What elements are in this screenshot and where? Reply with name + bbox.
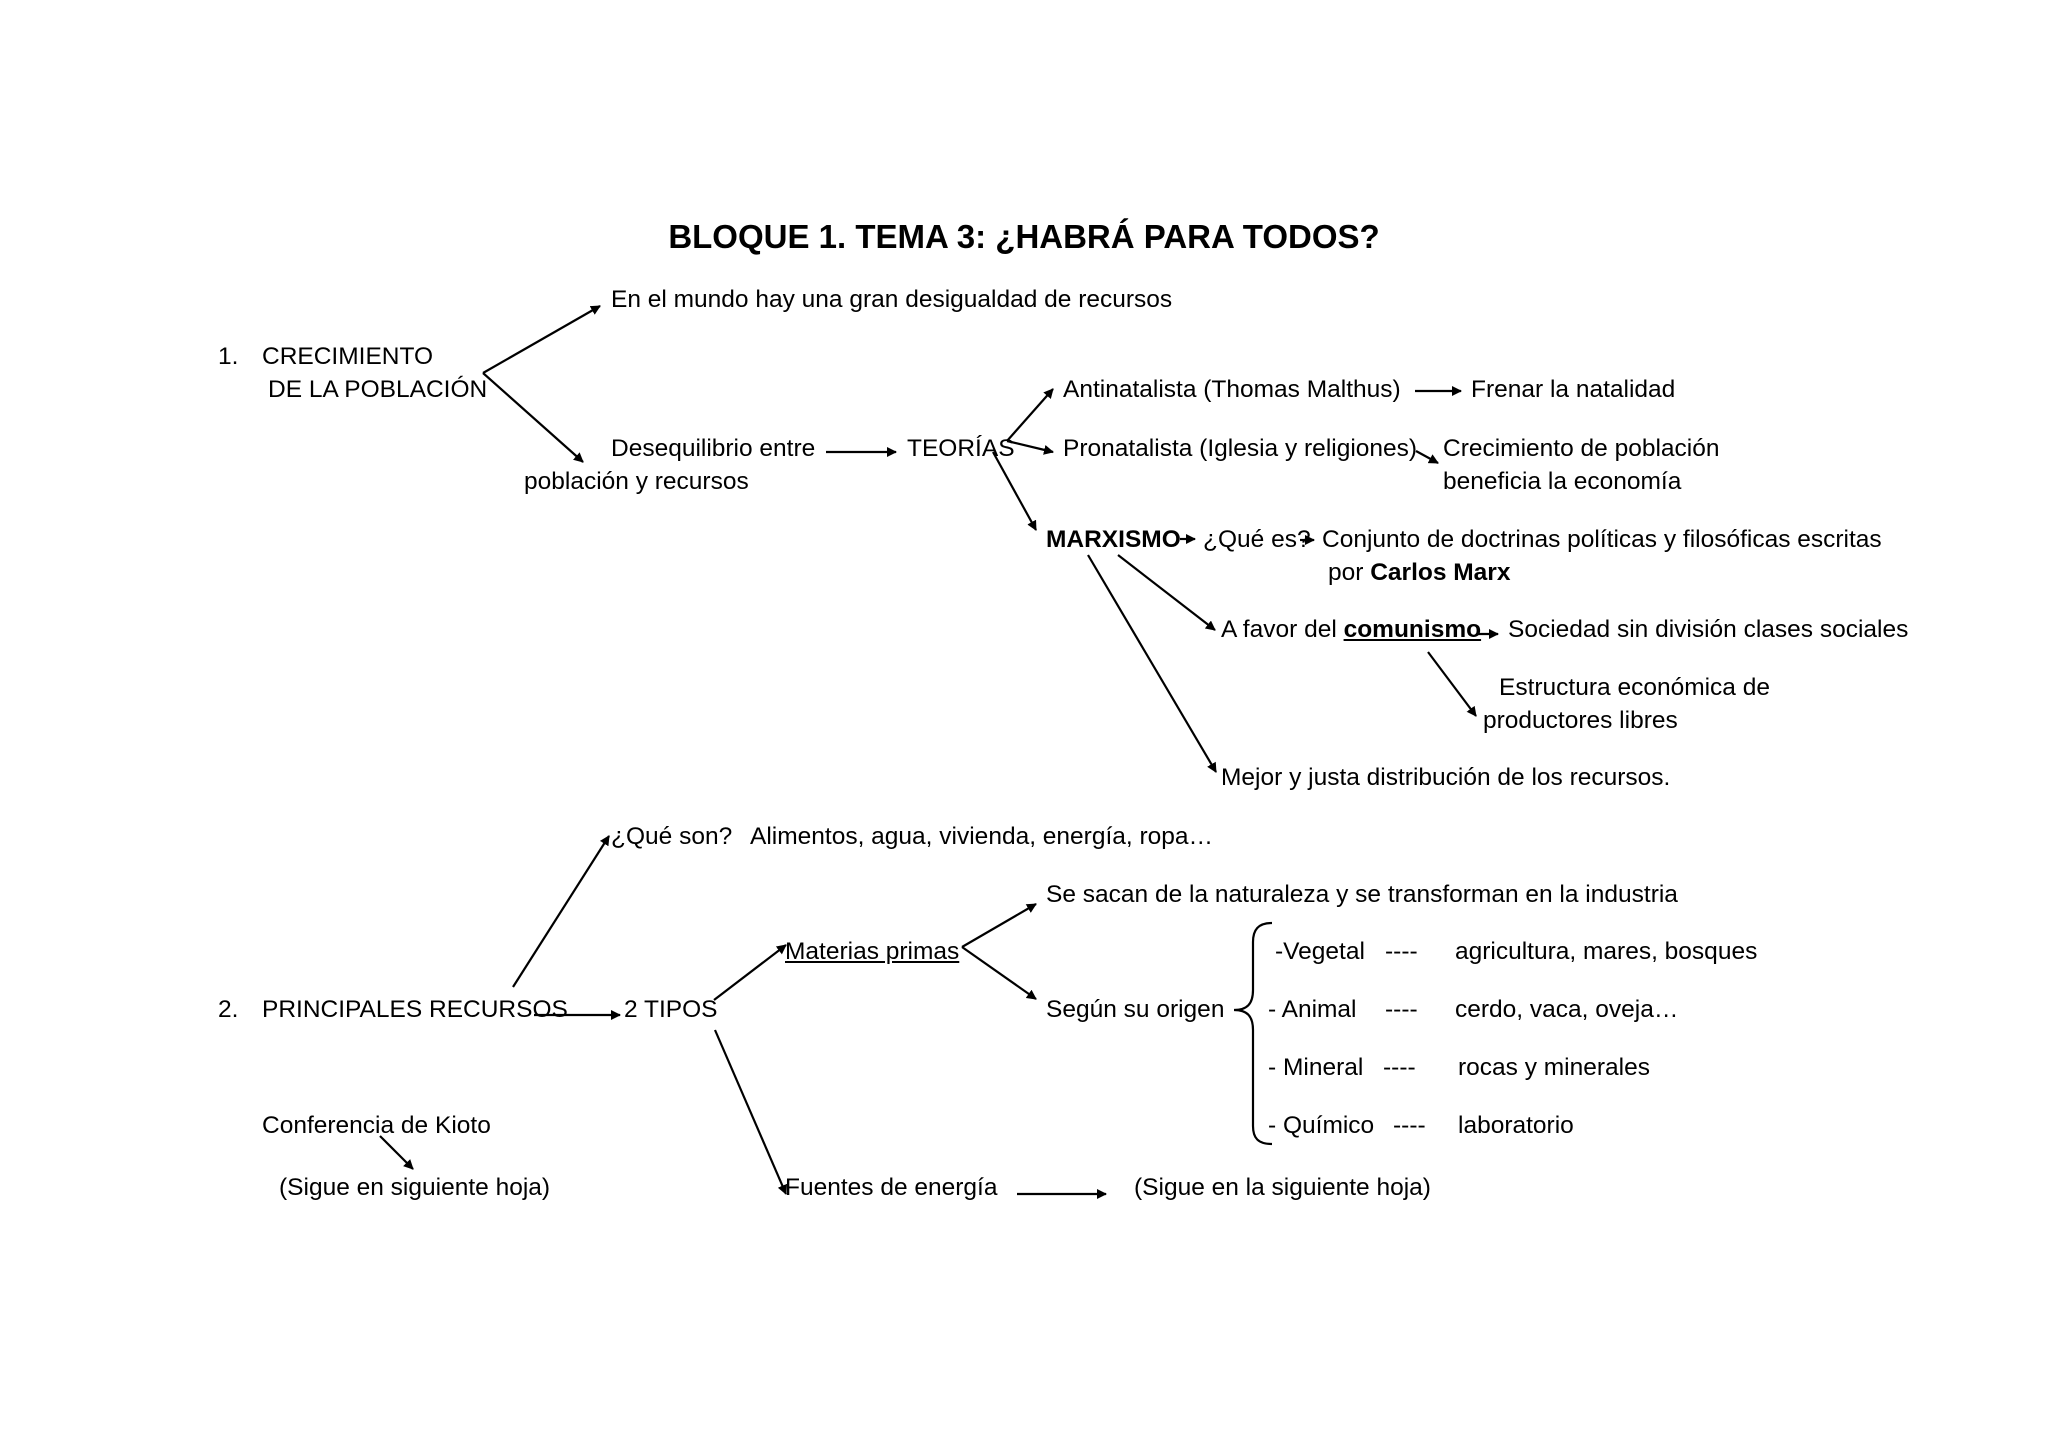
section1-label-line1: CRECIMIENTO bbox=[262, 343, 434, 370]
tipos-node: 2 TIPOS bbox=[624, 996, 718, 1023]
pronatalista-node: Pronatalista (Iglesia y religiones) bbox=[1063, 435, 1418, 462]
arrow-to-segun bbox=[961, 946, 1037, 1000]
origin-dash: ---- bbox=[1393, 1112, 1426, 1139]
origin-dash: ---- bbox=[1385, 938, 1418, 965]
a-favor-node: A favor del comunismo bbox=[1221, 616, 1482, 643]
materias-primas-node: Materias primas bbox=[785, 938, 960, 965]
fuentes-node: Fuentes de energía bbox=[785, 1174, 998, 1201]
desequilibrio-line1: Desequilibrio entre bbox=[611, 435, 816, 462]
conjunto-prefix: por bbox=[1328, 559, 1371, 586]
section2-label: PRINCIPALES RECURSOS bbox=[262, 996, 568, 1023]
arrow-to-sigue bbox=[379, 1135, 414, 1170]
marxismo-node: MARXISMO bbox=[1046, 526, 1181, 553]
section1-number: 1. bbox=[218, 343, 239, 370]
arrow-to-pronatalista bbox=[1006, 439, 1054, 455]
origin-example: laboratorio bbox=[1458, 1112, 1574, 1139]
que-son-node: ¿Qué son? bbox=[611, 823, 733, 850]
arrow-to-estructura bbox=[1427, 651, 1477, 717]
sociedad-node: Sociedad sin división clases sociales bbox=[1508, 616, 1909, 643]
antinatalista-node: Antinatalista (Thomas Malthus) bbox=[1063, 376, 1401, 403]
frenar-node: Frenar la natalidad bbox=[1471, 376, 1676, 403]
kioto-node: Conferencia de Kioto bbox=[262, 1112, 491, 1139]
arrow-to-se-sacan bbox=[961, 903, 1037, 948]
mejor-node: Mejor y justa distribución de los recurs… bbox=[1221, 764, 1671, 791]
conjunto-line2: por Carlos Marx bbox=[1328, 559, 1511, 586]
estructura-line2: productores libres bbox=[1483, 707, 1678, 734]
a-favor-prefix: A favor del bbox=[1221, 616, 1344, 643]
origin-type: - Químico bbox=[1268, 1112, 1375, 1139]
crecimiento-line2: beneficia la economía bbox=[1443, 468, 1682, 495]
se-sacan-node: Se sacan de la naturaleza y se transform… bbox=[1046, 881, 1678, 908]
arrow-to-mejor bbox=[1087, 554, 1217, 773]
origin-brace bbox=[1233, 921, 1273, 1146]
estructura-line1: Estructura económica de bbox=[1499, 674, 1770, 701]
page-title: BLOQUE 1. TEMA 3: ¿HABRÁ PARA TODOS? bbox=[668, 218, 1380, 255]
segun-origen-node: Según su origen bbox=[1046, 996, 1225, 1023]
desigualdad-node: En el mundo hay una gran desigualdad de … bbox=[611, 286, 1173, 313]
conjunto-line1: Conjunto de doctrinas políticas y filosó… bbox=[1322, 526, 1882, 553]
arrow-to-desigualdad bbox=[482, 305, 601, 374]
arrow-to-fuentes bbox=[713, 1029, 788, 1195]
sigue-la-node: (Sigue en la siguiente hoja) bbox=[1134, 1174, 1431, 1201]
origin-example: agricultura, mares, bosques bbox=[1455, 938, 1758, 965]
que-son-answer: Alimentos, agua, vivienda, energía, ropa… bbox=[750, 823, 1214, 850]
origin-example: rocas y minerales bbox=[1458, 1054, 1650, 1081]
arrow-to-crecimiento bbox=[1415, 450, 1439, 464]
arrow-to-marxismo bbox=[992, 451, 1037, 531]
arrow-to-que-son bbox=[512, 835, 610, 988]
que-es-node: ¿Qué es? bbox=[1203, 526, 1311, 553]
arrow-to-materias bbox=[713, 944, 787, 1001]
origin-dash: ---- bbox=[1385, 996, 1418, 1023]
origin-type: -Vegetal bbox=[1275, 938, 1365, 965]
sigue-node: (Sigue en siguiente hoja) bbox=[279, 1174, 551, 1201]
section1-label-line2: DE LA POBLACIÓN bbox=[268, 376, 488, 403]
origin-type: - Mineral bbox=[1268, 1054, 1364, 1081]
section2-number: 2. bbox=[218, 996, 239, 1023]
arrow-to-antinatalista bbox=[1006, 388, 1054, 442]
origin-dash: ---- bbox=[1383, 1054, 1416, 1081]
origin-example: cerdo, vaca, oveja… bbox=[1455, 996, 1679, 1023]
comunismo-label: comunismo bbox=[1343, 616, 1482, 643]
origin-type: - Animal bbox=[1268, 996, 1357, 1023]
carlos-marx: Carlos Marx bbox=[1370, 559, 1511, 586]
arrow-to-desequilibrio bbox=[482, 372, 584, 463]
crecimiento-line1: Crecimiento de población bbox=[1443, 435, 1720, 462]
desequilibrio-line2: población y recursos bbox=[524, 468, 749, 495]
arrow-to-a-favor bbox=[1117, 554, 1216, 631]
